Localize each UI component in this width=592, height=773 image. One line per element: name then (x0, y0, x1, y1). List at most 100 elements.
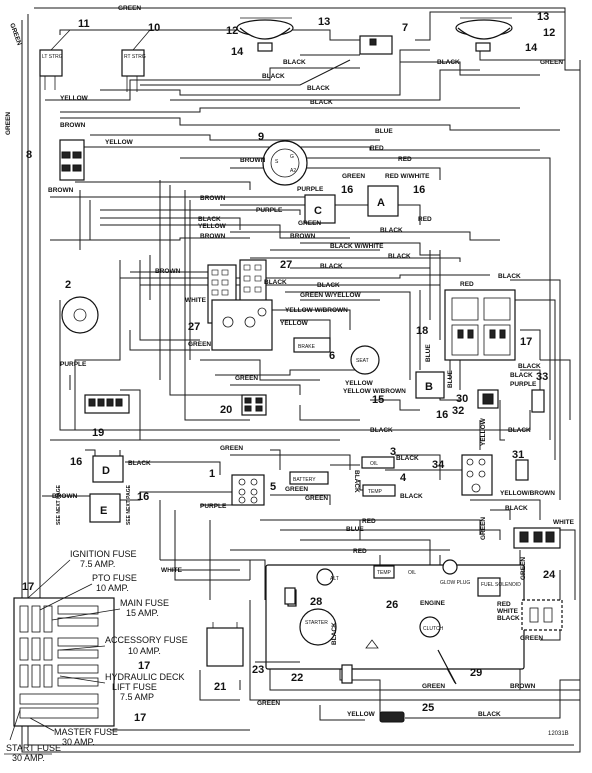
inline-fuse-25 (379, 711, 405, 723)
relay-d-label: D (102, 465, 110, 477)
wire-label: BLUE (425, 344, 432, 362)
hour-meter (61, 296, 99, 334)
lt-strg-label: LT STRG (42, 54, 63, 60)
relay-a: A (367, 185, 399, 217)
relay-block-18 (444, 289, 516, 361)
callout-12-left: 12 (226, 25, 238, 37)
wire-label: GREEN (118, 5, 141, 12)
callout-11: 11 (78, 18, 90, 30)
glow-plug-label: GLOW PLUG (440, 580, 470, 586)
wire-label: BLACK (437, 59, 460, 66)
callout-1: 1 (209, 468, 215, 480)
wire-label: BLACK (320, 263, 343, 270)
wire-label: YELLOW W/BROWN (343, 388, 406, 395)
callout-17-fuse-c: 17 (134, 712, 146, 724)
hydraulic-deck-fuse-rating: 7.5 AMP (120, 692, 154, 702)
callout-28: 28 (310, 596, 322, 608)
wire-label: RED W/WHITE (385, 173, 430, 180)
connector-34 (461, 454, 493, 496)
callout-17-fuse-b: 17 (138, 660, 150, 672)
callout-16-e: 16 (137, 491, 149, 503)
wire-label: BROWN (200, 233, 226, 240)
wire-label: YELLOW (105, 139, 134, 146)
wire-label: RED (398, 156, 412, 163)
wire-label: PURPLE (297, 186, 324, 193)
connector-right (521, 599, 563, 631)
callout-8: 8 (26, 149, 32, 161)
start-fuse-name: START FUSE (6, 743, 61, 753)
svg-text:S: S (275, 159, 279, 165)
wire-label: BLACK (307, 85, 330, 92)
wire-label: RED (497, 601, 511, 608)
connector-19 (84, 394, 130, 414)
wire-label: BROWN (60, 122, 86, 129)
wire-label: BLACK (198, 216, 221, 223)
callout-25: 25 (422, 702, 434, 714)
wire-label: GREEN (8, 22, 23, 46)
pto-fuse-name: PTO FUSE (92, 573, 137, 583)
relay-b-label: B (425, 381, 433, 393)
wire-label: BLACK (262, 73, 285, 80)
fuse-labels: IGNITION FUSE 7.5 AMP. PTO FUSE 10 AMP. … (4, 549, 188, 763)
wire-label: BLACK (128, 460, 151, 467)
wire-label: BLACK (264, 279, 287, 286)
wire-label: WHITE (497, 608, 519, 615)
main-connector-27 (207, 259, 273, 351)
callout-21: 21 (214, 681, 226, 693)
wire-label: RED (418, 216, 432, 223)
wire-label: YELLOW (347, 711, 376, 718)
hydraulic-deck-fuse-name2: LIFT FUSE (112, 682, 157, 692)
rt-steering-switch: RT STRG (121, 29, 151, 92)
headlight-left (236, 17, 294, 52)
wire-label: BLUE (346, 526, 364, 533)
callout-13-left: 13 (318, 16, 330, 28)
wire-label: YELLOW (198, 223, 227, 230)
wire-label: YELLOW W/BROWN (285, 307, 348, 314)
rt-strg-label: RT STRG (124, 54, 146, 60)
lt-steering-switch: LT STRG (39, 29, 71, 90)
wire-label: BROWN (200, 195, 226, 202)
temp-indicator: TEMP (362, 484, 396, 497)
callout-16-b: 16 (436, 409, 448, 421)
oil-indicator-label: OIL (370, 461, 378, 467)
brake-switch: BRAKE (293, 337, 331, 353)
callout-17-fuse-a: 17 (22, 581, 34, 593)
wire-label: BLUE (375, 128, 393, 135)
callout-4: 4 (400, 472, 407, 484)
callout-16-a: 16 (413, 184, 425, 196)
wire-label: BLACK (283, 59, 306, 66)
connector-1 (231, 474, 265, 506)
callout-34: 34 (432, 459, 445, 471)
relay-a-label: A (377, 197, 385, 209)
svg-text:G: G (290, 154, 294, 160)
wire-label: GREEN (480, 517, 487, 540)
callout-26: 26 (386, 599, 398, 611)
component-26 (341, 664, 353, 684)
callout-29: 29 (470, 667, 482, 679)
temp-indicator-label: TEMP (368, 489, 383, 495)
callout-24: 24 (543, 569, 556, 581)
hydraulic-deck-fuse-name: HYDRAULIC DECK (105, 672, 185, 682)
component-numbers: 11 10 12 13 14 7 13 12 14 8 9 16 16 2 27… (22, 11, 556, 724)
component-31 (515, 459, 529, 481)
wire-label: GREEN (305, 495, 328, 502)
wire-label: YELLOW/BROWN (500, 490, 555, 497)
callout-3: 3 (390, 446, 396, 458)
wire-label: RED (370, 145, 384, 152)
wire-label: BLACK (498, 273, 521, 280)
fuse-panel (13, 597, 115, 727)
callout-16-c: 16 (341, 184, 353, 196)
ignition-switch: S G A2 (262, 140, 308, 186)
callout-16-d: 16 (70, 456, 82, 468)
diagram-id: 12031B (548, 731, 569, 737)
wire-label: RED (460, 281, 474, 288)
wire-label: GREEN (235, 375, 258, 382)
master-fuse-name: MASTER FUSE (54, 727, 118, 737)
callout-13-right: 13 (537, 11, 549, 23)
wire-label: PURPLE (200, 503, 227, 510)
starter-label: STARTER (305, 620, 328, 626)
wire-label: PURPLE (510, 381, 537, 388)
wire-label: WHITE (185, 297, 207, 304)
wire-label: YELLOW (480, 417, 487, 446)
callout-30: 30 (456, 393, 468, 405)
